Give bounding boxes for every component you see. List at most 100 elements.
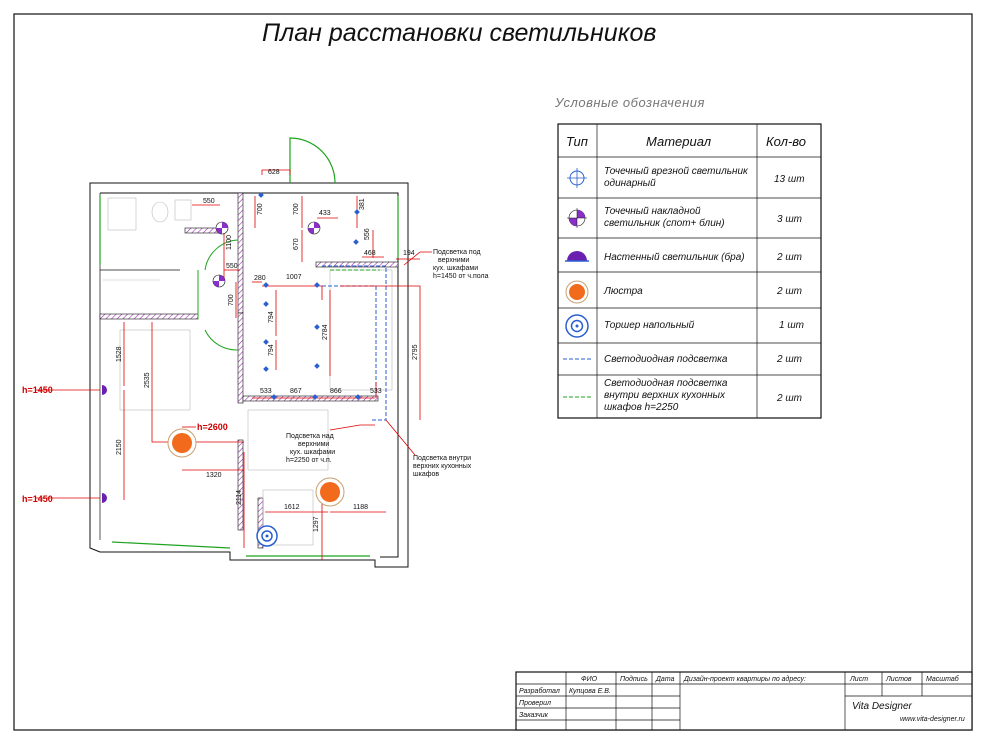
leader-note1: [403, 251, 432, 266]
legend-col-type: Тип: [566, 134, 588, 149]
stamp-role: Проверил: [519, 700, 551, 707]
recessed-spot-icon: [314, 324, 320, 330]
legend-table: [557, 123, 822, 419]
partition-mid: [237, 312, 244, 404]
dim-1100: 1100: [226, 235, 233, 250]
stamp-scale: Масштаб: [926, 675, 960, 683]
legend-material: Точечный врезной светильник: [604, 166, 749, 177]
floor-lamp-icon: [256, 525, 278, 547]
recessed-spot-icon: [263, 282, 269, 288]
recessed-spot-icon: [314, 282, 320, 288]
dim-1528: 1528: [116, 346, 123, 362]
title-block: ФИО Подпись Дата Разработал Купцова Е.В.…: [515, 671, 973, 731]
page-title: План расстановки светильников: [262, 19, 656, 47]
dim-2535: 2535: [144, 372, 151, 388]
stamp-header-signature: Подпись: [620, 675, 648, 683]
wardrobe: [119, 329, 191, 411]
stamp-role: Разработал: [519, 687, 560, 695]
dim-700: 700: [293, 203, 300, 215]
dim-194: 194: [403, 250, 415, 257]
dim-1320: 1320: [206, 472, 222, 479]
svg-text:h=2250 от ч.п.: h=2250 от ч.п.: [286, 457, 332, 464]
legend-material: Настенный светильник (бра): [604, 251, 745, 263]
height-label-chandelier: h=2600: [197, 422, 228, 432]
sofa: [262, 489, 314, 546]
dim-1297: 1297: [313, 516, 320, 532]
legend-material: шкафов h=2250: [604, 401, 679, 413]
legend-material: Светодиодная подсветка: [604, 378, 728, 389]
svg-text:h=1450 от ч.пола: h=1450 от ч.пола: [433, 273, 489, 280]
chandelier-icon: [565, 280, 589, 304]
dim-556: 556: [364, 228, 371, 240]
recessed-spot-icon: [355, 394, 361, 400]
surface-spot-icon: [307, 221, 321, 235]
dim-381: 381: [359, 198, 366, 210]
sheet-frame: [13, 13, 973, 731]
legend-material: Светодиодная подсветка: [604, 354, 728, 365]
svg-text:Подсветка внутри: Подсветка внутри: [413, 455, 471, 462]
legend-col-qty: Кол-во: [766, 134, 806, 149]
legend-heading: Условные обозначения: [554, 95, 705, 110]
leader-note2: [329, 424, 375, 431]
dim-794: 794: [268, 311, 275, 323]
recessed-spot-icon: [353, 239, 359, 245]
recessed-spot-icon: [271, 394, 277, 400]
recessed-spot-icon: [258, 192, 264, 198]
toilet: [151, 201, 169, 223]
floor-lamp-icon: [565, 314, 589, 338]
dim-550: 550: [203, 198, 215, 205]
dim-867: 867: [290, 388, 302, 395]
dim-533: 533: [260, 388, 272, 395]
wall-lamp-icon: [102, 493, 107, 503]
dim-433: 433: [319, 210, 331, 217]
svg-text:кух. шкафами: кух. шкафами: [433, 265, 478, 272]
dim-2784: 2784: [322, 324, 329, 340]
table: [247, 409, 329, 471]
entrance-door: [289, 137, 336, 184]
svg-text:верхними: верхними: [298, 441, 329, 448]
legend-qty: 2 шт: [776, 286, 802, 297]
svg-text:Подсветка над: Подсветка над: [286, 433, 334, 440]
note-inside-cabinets: Подсветка внутри верхних кухонных шкафов: [413, 455, 472, 478]
legend-material: одинарный: [604, 178, 656, 189]
recessed-spot-icon: [263, 366, 269, 372]
legend-qty: 3 шт: [777, 214, 802, 225]
floor-plan: 628 550 700 700 433 381 1100 670 556 468…: [22, 137, 489, 568]
dim-1007: 1007: [286, 274, 302, 281]
dim-2150: 2150: [116, 439, 123, 455]
stamp-website: www.vita-designer.ru: [900, 716, 965, 723]
dim-628: 628: [268, 169, 280, 176]
door-bath: [204, 239, 239, 271]
svg-text:шкафов: шкафов: [413, 471, 439, 478]
stamp-project: Дизайн-проект квартиры по адресу:: [683, 675, 806, 683]
dim-866: 866: [330, 388, 342, 395]
legend-qty: 2 шт: [776, 354, 802, 365]
legend: Условные обозначения Тип Материал Кол-во: [554, 95, 822, 419]
dim-468: 468: [364, 250, 376, 257]
legend-material: Торшер напольный: [604, 320, 695, 331]
recessed-spot-icon: [354, 209, 360, 215]
stamp-sheet: Лист: [849, 676, 868, 683]
legend-material: Точечный накладной: [604, 206, 701, 217]
legend-material: внутри верхних кухонных: [604, 390, 726, 401]
stamp-company: Vita Designer: [852, 701, 913, 712]
sink: [174, 199, 192, 221]
recessed-spot-icon: [314, 363, 320, 369]
legend-qty: 2 шт: [776, 252, 802, 263]
legend-qty: 1 шт: [779, 320, 804, 331]
dim-280: 280: [254, 275, 266, 282]
dim-700: 700: [257, 203, 264, 215]
led-strip-blue: [322, 265, 387, 421]
door-room: [204, 329, 239, 351]
legend-col-material: Материал: [646, 134, 712, 149]
note-above-cabinets: Подсветка над верхними кух. шкафами h=22…: [286, 433, 335, 464]
recessed-spot-icon: [312, 394, 318, 400]
dim-1612: 1612: [284, 504, 300, 511]
dim-794: 794: [268, 344, 275, 356]
recessed-spot-icon: [263, 339, 269, 345]
dim-700: 700: [228, 294, 235, 306]
recessed-spots: [258, 192, 361, 400]
recessed-spot-icon: [567, 168, 587, 188]
height-label-wall-lamp: h=1450: [22, 494, 53, 504]
